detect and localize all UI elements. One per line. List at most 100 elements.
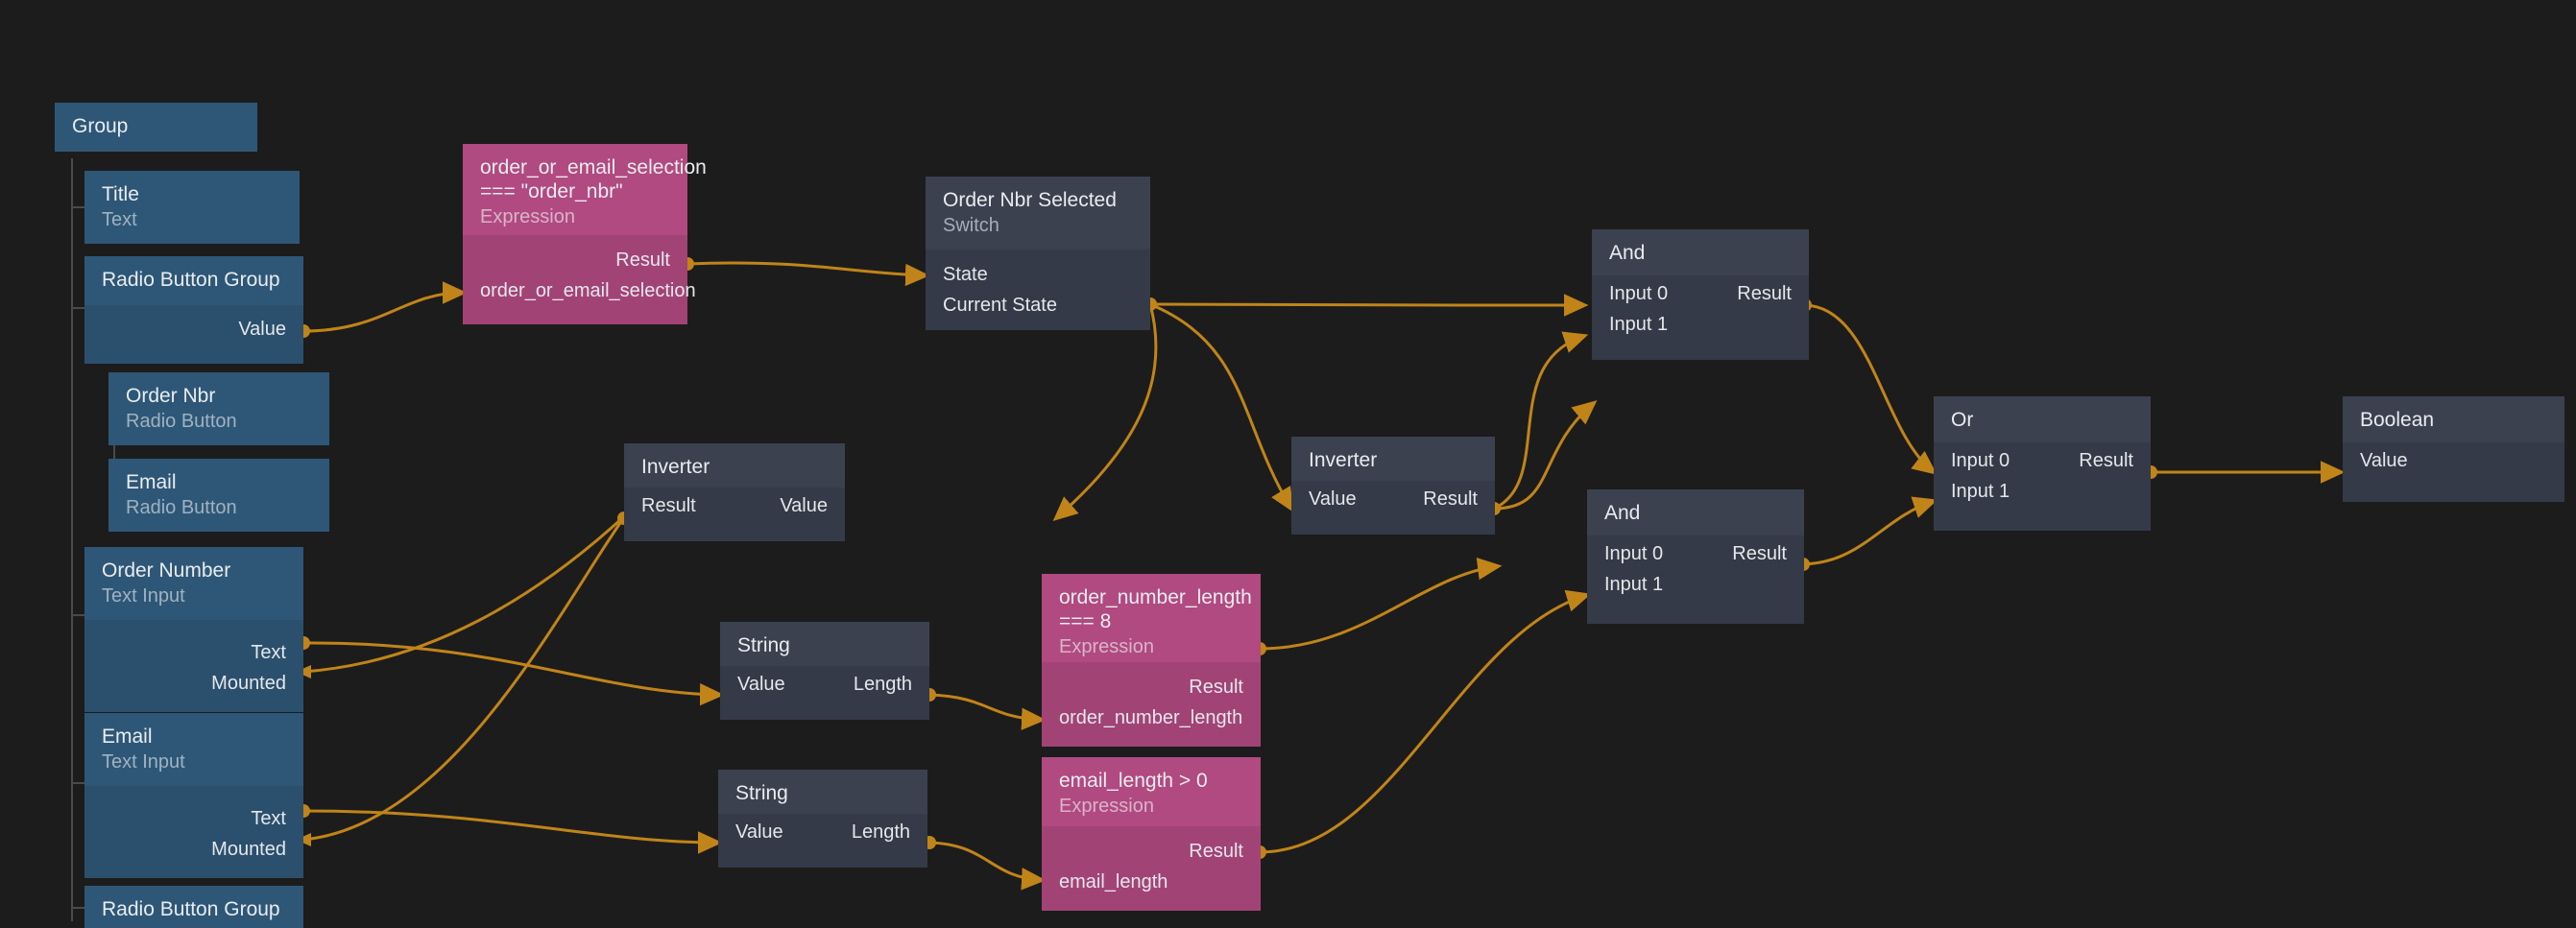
port-value[interactable]: Value [780,495,828,517]
port-result[interactable]: Result [641,495,696,517]
port-input-0[interactable]: Input 0 [1609,283,1669,305]
port-result[interactable]: Result [1737,283,1792,305]
node-header: Order Nbr Selected Switch [926,177,1150,250]
node-title: Order Number [102,559,231,582]
node-switch-order-nbr-selected[interactable]: Order Nbr Selected Switch State Current … [926,177,1150,331]
node-title: Inverter [1309,449,1378,471]
port-label: Input 1 [1609,314,1669,336]
node-header: Group [55,103,257,152]
node-string-1[interactable]: String Value Length [720,622,929,720]
node-and-top[interactable]: And Input 0 Result Input 1 [1592,229,1809,360]
node-title: order_or_email_selection === "order_nbr" [480,156,707,202]
node-header: And [1592,229,1809,275]
port-length[interactable]: Length [853,674,912,696]
node-radio-email[interactable]: Email Radio Button [108,459,329,533]
port-input-1[interactable]: Input 1 [1592,310,1809,341]
port-input-1[interactable]: Input 1 [1587,570,1804,601]
port-row-string: Value Length [718,818,927,848]
port-result[interactable]: Result [1042,836,1261,867]
node-header: String [718,770,927,814]
port-row-string: Value Length [720,670,929,701]
node-header: Radio Button Group [84,886,303,928]
node-title-text[interactable]: Title Text [84,171,300,245]
node-header: Email Text Input [84,713,303,787]
port-input-0[interactable]: Input 0 [1604,543,1664,565]
port-state[interactable]: State [926,259,1150,290]
node-header: Order Number Text Input [84,547,303,621]
node-string-2[interactable]: String Value Length [718,770,927,868]
node-and-bottom[interactable]: And Input 0 Result Input 1 [1587,489,1804,624]
port-row-inverter: Value Result [1291,485,1495,515]
node-order-number-input[interactable]: Order Number Text Input Text Mounted [84,547,303,712]
port-label: Result [1189,676,1243,698]
tree-trunk [71,158,73,921]
tree-branch-radio-group-2 [71,907,88,909]
node-title: Inverter [641,456,710,478]
port-expression-input[interactable]: order_or_email_selection [463,275,696,306]
port-result[interactable]: Result [1042,672,1261,702]
node-title: Boolean [2360,409,2435,431]
port-result[interactable]: Result [2079,450,2133,472]
node-subtitle: Expression [1059,795,1154,817]
port-label: email_length [1059,870,1168,892]
node-title: Radio Button Group [102,269,280,291]
port-input-1[interactable]: Input 1 [1934,477,2151,508]
tree-branch-order-number [71,614,88,616]
port-value[interactable]: Value [1309,488,1357,511]
node-body: State Current State [926,250,1150,331]
port-mounted[interactable]: Mounted [84,834,303,865]
node-subtitle: Text Input [102,584,185,607]
port-label: Value [2360,450,2408,472]
port-result[interactable]: Result [1732,543,1787,565]
node-radio-order-nbr[interactable]: Order Nbr Radio Button [108,372,329,446]
node-title: And [1609,242,1646,264]
node-boolean[interactable]: Boolean Value [2343,396,2564,502]
port-mounted[interactable]: Mounted [84,668,303,699]
port-expression-input[interactable]: email_length [1042,867,1261,897]
node-header: Or [1934,396,2151,442]
node-title: Order Nbr Selected [943,189,1117,211]
node-header: Radio Button Group [84,256,303,305]
node-inverter-left[interactable]: Inverter Result Value [624,443,845,541]
node-expression-email-length[interactable]: email_length > 0 Expression Result email… [1042,757,1261,911]
node-title: Radio Button Group [102,898,280,920]
port-length[interactable]: Length [851,821,910,844]
port-result[interactable]: Result [463,245,687,275]
node-expression-order-length[interactable]: order_number_length === 8 Expression Res… [1042,574,1261,747]
node-subtitle: Expression [1059,635,1154,657]
node-group[interactable]: Group [55,103,257,158]
port-input-0[interactable]: Input 0 [1951,450,2010,472]
port-value[interactable]: Value [737,674,785,696]
node-header: Inverter [1291,437,1495,481]
node-expression-selection[interactable]: order_or_email_selection === "order_nbr"… [463,144,707,324]
node-body: Value Length [720,665,929,720]
port-label: Mounted [211,838,286,860]
node-radio-button-group-2[interactable]: Radio Button Group [84,886,303,928]
node-subtitle: Radio Button [126,496,237,518]
port-result[interactable]: Result [1423,488,1478,511]
port-label: order_number_length [1059,706,1243,728]
port-text[interactable]: Text [84,803,303,834]
node-email-input[interactable]: Email Text Input Text Mounted [84,713,303,878]
port-expression-input[interactable]: order_number_length [1042,702,1261,733]
port-current-state[interactable]: Current State [926,290,1150,321]
port-label: Result [615,249,670,271]
port-row-input0-result: Input 0 Result [1934,446,2151,477]
port-value[interactable]: Value [735,821,783,844]
port-label: order_or_email_selection [480,279,696,301]
node-title: Group [72,115,129,137]
node-title: String [735,782,788,804]
port-value[interactable]: Value [2343,446,2564,477]
node-inverter-middle[interactable]: Inverter Value Result [1291,437,1495,535]
port-label: Text [251,641,286,663]
node-radio-button-group-1[interactable]: Radio Button Group Value [84,256,303,364]
port-text[interactable]: Text [84,637,303,668]
port-row-input0-result: Input 0 Result [1592,279,1809,310]
node-body: Text Mounted [84,786,303,878]
node-title: Title [102,183,139,205]
node-or[interactable]: Or Input 0 Result Input 1 [1934,396,2151,531]
node-body: Result order_or_email_selection [463,235,696,324]
port-value[interactable]: Value [84,315,303,345]
